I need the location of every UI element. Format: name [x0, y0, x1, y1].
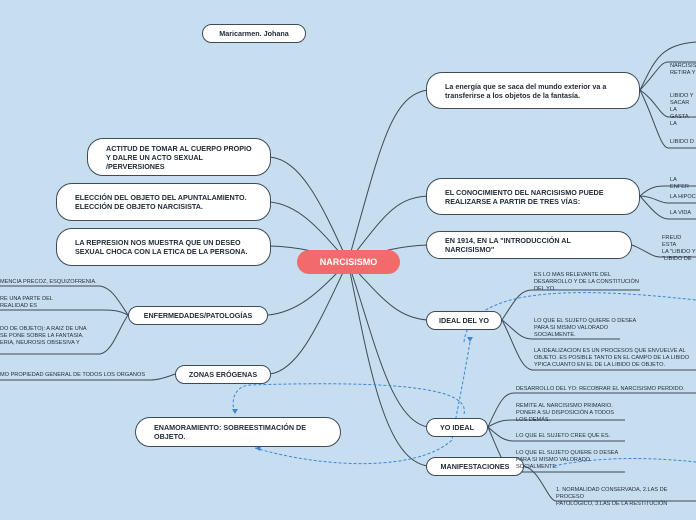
node-enfermedades-label: ENFERMEDADES/PATOLOGÍAS [143, 311, 253, 320]
leaf-energia-1[interactable]: NARCISIS RETIRA Y [670, 63, 696, 76]
node-1914[interactable]: EN 1914, EN LA "INTRODUCCIÓN AL NARCISIS… [426, 231, 632, 259]
leaf-manifestaciones-1[interactable]: 1. NORMALIDAD CONSERVADA, 2.LAS DE PROCE… [556, 487, 668, 507]
leaf-zonas-1[interactable]: MO PROPIEDAD GENERAL DE TODOS LOS ÓRGANO… [0, 372, 146, 378]
node-ideal-del-yo[interactable]: IDEAL DEL YO [426, 311, 502, 330]
node-tres-vias-label: EL CONOCIMIENTO DEL NARCISISMO PUEDE REA… [445, 187, 604, 206]
central-topic[interactable]: NARCISISMO [297, 250, 400, 274]
node-yo-ideal-label: YO IDEAL [440, 423, 474, 432]
node-energia-label: La energía que se saca del mundo exterio… [445, 81, 607, 100]
leaf-ideal-yo-3[interactable]: LA IDEALIZACIÓN ES UN PROCESOS QUE ENVUE… [534, 348, 690, 368]
leaf-yo-ideal-3[interactable]: LO QUE EL SUJETO CREE QUE ES. [516, 433, 611, 439]
leaf-enfermedades-2[interactable]: RE UNA PARTE DEL REALIDAD ES [0, 296, 53, 309]
central-topic-label: NARCISISMO [319, 256, 378, 267]
node-manifestaciones-label: MANIFESTACIONES [440, 462, 510, 471]
node-eleccion-objeto[interactable]: ELECCIÓN DEL OBJETO DEL APUNTALAMIENTO. … [56, 183, 271, 221]
node-zonas-erogenas[interactable]: ZONAS ERÓGENAS [175, 365, 271, 384]
leaf-vias-2[interactable]: LA HIPOC [670, 194, 696, 200]
author-label: Maricarmen. Johana [219, 29, 289, 38]
leaf-yo-ideal-2[interactable]: REMITE AL NARCISISMO PRIMARIO. PONER A S… [516, 403, 615, 423]
dashed-link-manifest [553, 458, 696, 467]
node-manifestaciones[interactable]: MANIFESTACIONES [426, 457, 524, 476]
leaf-ideal-yo-1[interactable]: ES LO MAS RELEVANTE DEL DESARROLLO Y DE … [534, 272, 639, 292]
connector-yo-ideal [347, 261, 429, 428]
leaf-yo-ideal-1[interactable]: DESARROLLO DEL YO: RECOBRAR EL NARCISISM… [516, 386, 685, 392]
leaf-energia-3[interactable]: LIBIDO D [670, 139, 694, 145]
node-yo-ideal[interactable]: YO IDEAL [426, 418, 488, 437]
connector-energia [347, 89, 429, 263]
leaf-enfermedades-1[interactable]: MENCIA PRECOZ, ESQUIZOFRENIA. [0, 279, 97, 285]
author-node[interactable]: Maricarmen. Johana [202, 24, 306, 43]
node-eleccion-objeto-label: ELECCIÓN DEL OBJETO DEL APUNTALAMIENTO. … [75, 193, 247, 211]
leaf-vias-3[interactable]: LA VIDA [670, 210, 692, 216]
leaf-1914-1[interactable]: FREUD ESTA LA "LIBIDO Y "LIBIDO DE [662, 235, 696, 262]
node-represion[interactable]: LA REPRESION NOS MUESTRA QUE UN DESEO SE… [56, 228, 271, 266]
node-tres-vias[interactable]: EL CONOCIMIENTO DEL NARCISISMO PUEDE REA… [426, 178, 640, 215]
connector-manifestaciones [347, 261, 429, 467]
leaf-enfermedades-3[interactable]: DO DE OBJETO): A RAIZ DE UNA SE PONE SOB… [0, 326, 87, 346]
connector-zonas [269, 261, 349, 375]
leaf-vias-1[interactable]: LA ENFER [670, 177, 689, 190]
node-1914-label: EN 1914, EN LA "INTRODUCCIÓN AL NARCISIS… [445, 236, 571, 254]
node-enamoramiento-label: ENAMORAMIENTO: SOBREESTIMACIÓN DE OBJETO… [154, 423, 307, 441]
node-actitud-cuerpo[interactable]: ACTITUD DE TOMAR AL CUERPO PROPIO Y DALR… [87, 138, 271, 176]
node-energia[interactable]: La energía que se saca del mundo exterio… [426, 72, 640, 109]
node-enamoramiento[interactable]: ENAMORAMIENTO: SOBREESTIMACIÓN DE OBJETO… [135, 417, 341, 447]
connector-vias [347, 195, 429, 263]
node-actitud-cuerpo-label: ACTITUD DE TOMAR AL CUERPO PROPIO Y DALR… [106, 143, 252, 171]
node-represion-label: LA REPRESION NOS MUESTRA QUE UN DESEO SE… [75, 238, 248, 256]
dashed-link-enamoramiento [254, 341, 471, 465]
leaf-energia-2[interactable]: LIBIDO Y SACAR LA GASTA LA [670, 93, 694, 127]
dashed-link-yo-ideal [232, 383, 465, 415]
node-zonas-erogenas-label: ZONAS ERÓGENAS [188, 370, 258, 379]
leaf-ideal-yo-2[interactable]: LO QUE EL SUJETO QUIERE O DESEA PARA SI … [534, 318, 637, 338]
connector-actitud [269, 156, 349, 263]
node-ideal-del-yo-label: IDEAL DEL YO [439, 316, 489, 325]
leaf-yo-ideal-4[interactable]: LO QUE EL SUJETO QUIERE O DESEA PARA SI … [516, 450, 619, 470]
node-enfermedades[interactable]: ENFERMEDADES/PATOLOGÍAS [128, 306, 268, 325]
